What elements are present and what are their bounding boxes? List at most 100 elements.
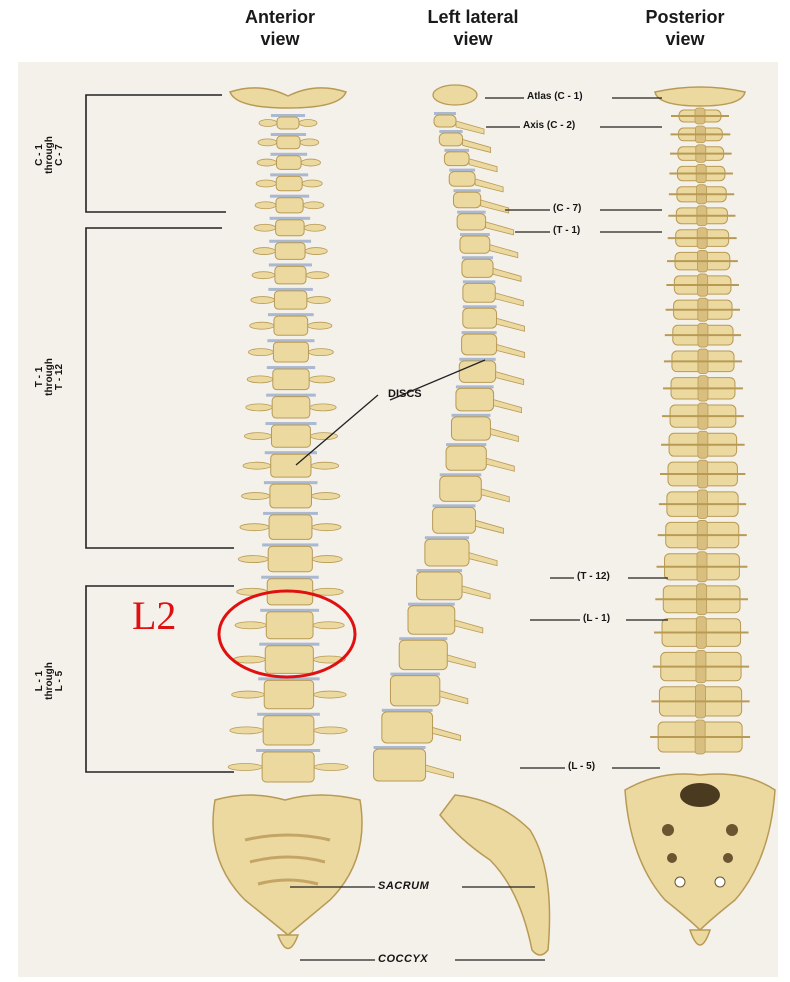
thoracic-region-label: T - 1 through T - 12 [35, 337, 65, 417]
anterior-process [313, 622, 344, 629]
posterior-sacrum [625, 774, 775, 945]
lateral-vertebra [425, 539, 469, 566]
anterior-vertebra [276, 220, 305, 236]
anterior-process [314, 727, 347, 734]
lateral-spinous-process [447, 655, 475, 668]
lateral-vertebra [456, 388, 494, 410]
anterior-vertebra [266, 612, 313, 639]
anterior-process [233, 656, 265, 663]
lateral-spinous-process [462, 586, 490, 599]
anterior-process [252, 272, 275, 279]
l5-label: (L - 5) [568, 761, 595, 772]
anterior-vertebra [263, 716, 314, 745]
anterior-vertebra [265, 646, 313, 674]
anterior-process [228, 764, 262, 771]
anterior-vertebra [269, 515, 312, 540]
anterior-vertebra [270, 484, 312, 508]
anterior-vertebra [276, 156, 301, 170]
anterior-process [257, 159, 276, 166]
anterior-process [302, 180, 322, 187]
anterior-process [303, 202, 324, 209]
lateral-vertebra [462, 334, 497, 355]
lateral-spinous-process [497, 344, 525, 357]
t1-label: (T - 1) [553, 225, 580, 236]
lateral-spinous-process [433, 727, 461, 740]
posterior-spine [650, 87, 750, 754]
anterior-process [310, 404, 336, 411]
anterior-process [230, 727, 263, 734]
anterior-process [301, 159, 320, 166]
lateral-spinous-process [493, 268, 521, 281]
anterior-process [248, 349, 273, 356]
l2-annotation-text: L2 [132, 592, 176, 639]
lateral-atlas [433, 85, 477, 105]
anterior-process [299, 120, 317, 127]
atlas-label: Atlas (C - 1) [527, 91, 583, 102]
anterior-vertebra [275, 266, 306, 283]
anterior-process [312, 556, 342, 563]
posterior-coccyx [690, 930, 710, 945]
anterior-process [300, 139, 319, 146]
anterior-process [246, 404, 272, 411]
lateral-vertebra [408, 606, 455, 635]
lateral-spinous-process [494, 400, 522, 413]
anterior-process [240, 524, 269, 531]
lateral-vertebra [374, 749, 426, 781]
lateral-vertebra [457, 214, 486, 230]
anterior-process [253, 248, 275, 255]
lateral-vertebra [453, 192, 480, 207]
lateral-spinous-process [490, 245, 518, 258]
sacrum-label: SACRUM [378, 880, 429, 892]
anterior-vertebra [276, 176, 302, 190]
anterior-process [307, 297, 331, 304]
t12-label: (T - 12) [577, 571, 610, 582]
lateral-spinous-process [475, 520, 503, 533]
anterior-process [243, 462, 271, 469]
lateral-spine [374, 85, 525, 781]
anterior-atlas [230, 88, 346, 108]
lateral-vertebra [399, 640, 447, 669]
lateral-vertebra [440, 476, 482, 501]
lateral-vertebra [390, 676, 439, 706]
anterior-vertebra [264, 680, 313, 708]
anterior-vertebra [274, 291, 306, 309]
lateral-vertebra [449, 172, 475, 187]
discs-label: DISCS [388, 388, 422, 400]
cervical-label-line3: C - 7 [55, 115, 65, 195]
anterior-process [244, 433, 271, 440]
anterior-process [241, 493, 269, 500]
posterior-atlas [655, 87, 745, 106]
lumbar-label-line3: L - 5 [55, 641, 65, 721]
anterior-vertebra [276, 198, 303, 213]
lateral-spinous-process [455, 620, 483, 633]
anterior-process [254, 224, 275, 231]
lateral-spinous-process [469, 553, 497, 566]
anterior-process [309, 376, 335, 383]
anterior-process [251, 297, 275, 304]
lateral-vertebra [439, 133, 462, 146]
lateral-vertebra [444, 152, 469, 166]
anterior-vertebra [272, 397, 310, 418]
anterior-process [232, 691, 265, 698]
l1-label: (L - 1) [583, 613, 610, 624]
anterior-process [314, 764, 348, 771]
lateral-vertebra [451, 417, 490, 440]
lateral-spinous-process [486, 222, 514, 235]
thoracic-bracket [86, 228, 234, 548]
lateral-vertebra [446, 446, 486, 470]
anterior-process [311, 493, 339, 500]
anterior-process [306, 272, 329, 279]
lateral-vertebra [460, 236, 490, 253]
anterior-process [312, 524, 341, 531]
lateral-spinous-process [497, 318, 525, 331]
lateral-spinous-process [440, 691, 468, 704]
anterior-process [308, 349, 333, 356]
c7-label: (C - 7) [553, 203, 581, 214]
anterior-vertebra [277, 136, 300, 149]
cervical-region-label: C - 1 through C - 7 [35, 115, 65, 195]
anterior-vertebra [273, 369, 309, 390]
lateral-vertebra [382, 712, 433, 743]
lateral-sacrum [440, 795, 550, 955]
coccyx-label: COCCYX [378, 953, 428, 965]
